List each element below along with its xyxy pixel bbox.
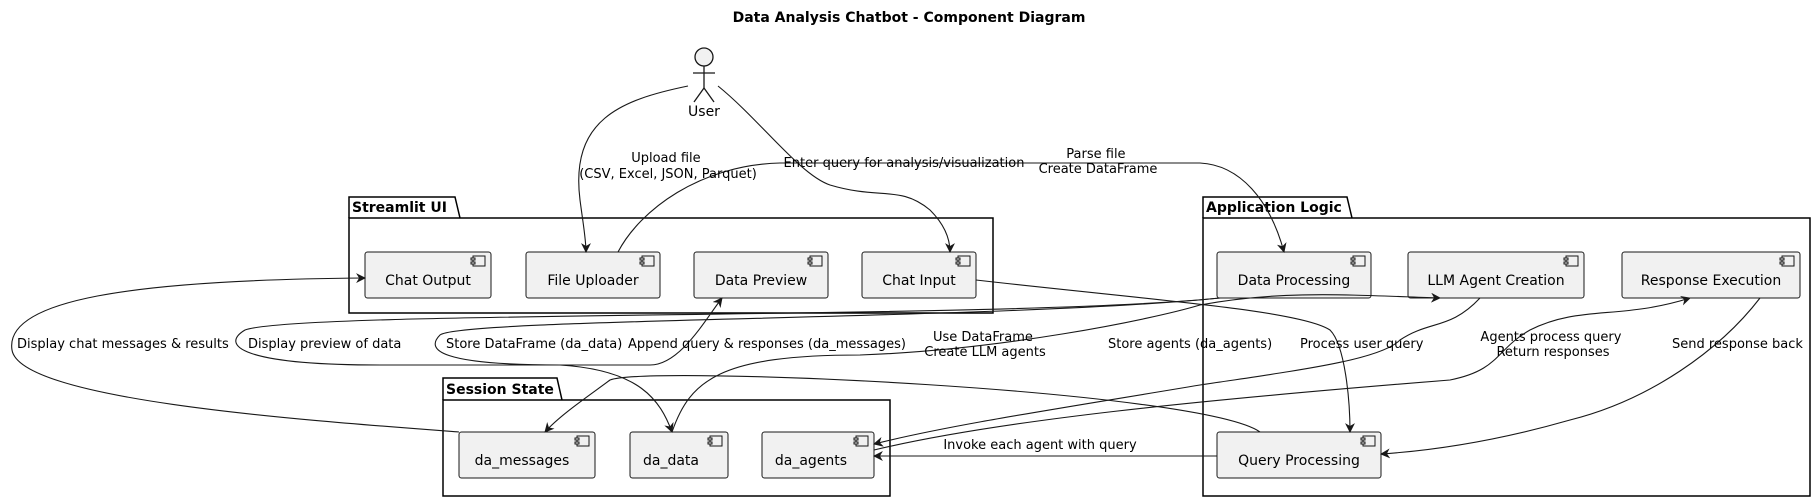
actor-label: User (688, 104, 720, 120)
edge-label-display-chat: Display chat messages & results (17, 337, 229, 352)
component-icon (1360, 435, 1376, 447)
component-response-execution: Response Execution (1621, 251, 1801, 299)
component-icon (707, 435, 723, 447)
edge-label-append-query: Append query & responses (da_messages) (628, 337, 906, 352)
component-da-messages: da_messages (458, 431, 596, 479)
edge-use-dataframe (671, 292, 1441, 433)
package-title: Streamlit UI (352, 200, 447, 216)
edge-label-upload-file: Upload file (CSV, Excel, JSON, Parquet) (579, 151, 757, 182)
component-icon (853, 435, 869, 447)
edge-store-dataframe (434, 297, 1221, 433)
edge-append-query (544, 375, 1261, 433)
package-title: Session State (446, 382, 554, 398)
component-label: LLM Agent Creation (1427, 273, 1564, 289)
component-label: Response Execution (1641, 273, 1781, 289)
package-session-state: Session State (442, 377, 891, 497)
component-chat-input: Chat Input (861, 251, 977, 299)
component-label: da_agents (775, 453, 847, 469)
component-label: Data Preview (715, 273, 807, 289)
component-da-data: da_data (629, 431, 729, 479)
edge-label-agents-process: Agents process query Return responses (1480, 330, 1625, 360)
component-data-preview: Data Preview (693, 251, 829, 299)
component-icon (1563, 255, 1579, 267)
component-icon (1350, 255, 1366, 267)
package-application-logic: Application Logic (1202, 196, 1811, 497)
component-llm-agent-creation: LLM Agent Creation (1407, 251, 1585, 299)
edge-label-parse-file: Parse file Create DataFrame (1039, 147, 1158, 177)
edge-display-preview (235, 297, 1221, 366)
component-label: da_messages (475, 453, 570, 469)
component-label: File Uploader (547, 273, 639, 289)
component-icon (1779, 255, 1795, 267)
component-label: Chat Output (385, 273, 471, 289)
component-icon (574, 435, 590, 447)
component-query-processing: Query Processing (1216, 431, 1382, 479)
component-da-agents: da_agents (761, 431, 875, 479)
stick-figure-icon (693, 47, 715, 103)
package-streamlit-ui: Streamlit UI (348, 196, 994, 314)
edge-label-invoke-agent: Invoke each agent with query (943, 438, 1137, 453)
edge-send-response (1380, 297, 1761, 459)
edge-label-process-user-query: Process user query (1300, 337, 1424, 352)
component-data-processing: Data Processing (1216, 251, 1372, 299)
user-actor: User (688, 47, 720, 120)
component-label: Chat Input (882, 273, 956, 289)
edge-enter-query (717, 85, 955, 253)
edge-label-send-response: Send response back (1672, 337, 1803, 352)
component-file-uploader: File Uploader (525, 251, 661, 299)
edge-agents-process (873, 295, 1691, 451)
edge-label-store-dataframe: Store DataFrame (da_data) (446, 337, 622, 352)
edge-label-use-dataframe: Use DataFrame Create LLM agents (924, 330, 1046, 360)
edge-store-agents (873, 297, 1481, 447)
edge-process-user-query (975, 279, 1355, 433)
component-label: Query Processing (1238, 453, 1360, 469)
edge-label-enter-query: Enter query for analysis/visualization (784, 156, 1025, 171)
component-label: da_data (643, 453, 699, 469)
package-title: Application Logic (1206, 200, 1342, 216)
component-chat-output: Chat Output (364, 251, 492, 299)
diagram-title: Data Analysis Chatbot - Component Diagra… (733, 10, 1086, 26)
edge-parse-file (617, 162, 1287, 253)
edge-label-store-agents: Store agents (da_agents) (1108, 337, 1272, 352)
edge-label-display-preview: Display preview of data (248, 337, 401, 352)
edge-upload-file (578, 85, 689, 253)
component-icon (470, 255, 486, 267)
component-icon (955, 255, 971, 267)
component-icon (807, 255, 823, 267)
edge-display-chat (11, 273, 460, 433)
component-label: Data Processing (1238, 273, 1351, 289)
component-icon (639, 255, 655, 267)
